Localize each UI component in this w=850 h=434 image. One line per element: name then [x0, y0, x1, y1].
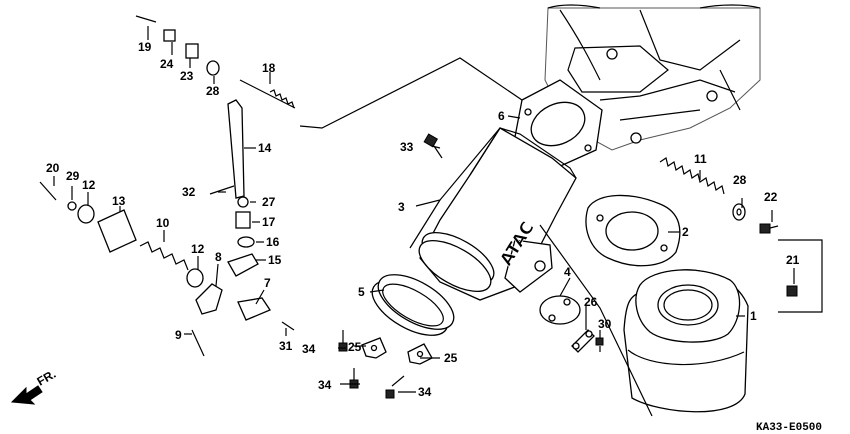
- bolt-30: [595, 337, 604, 352]
- callout-32: 32: [182, 185, 196, 199]
- clamp-25-b: [407, 343, 433, 365]
- callout-25-b: 25: [444, 351, 458, 365]
- callout-26: 26: [584, 295, 598, 309]
- callout-8: 8: [215, 250, 222, 264]
- part-21-box: [778, 239, 823, 313]
- callout-21: 21: [786, 253, 800, 267]
- pin-32: [209, 185, 235, 195]
- callout-30: 30: [598, 317, 612, 331]
- bolt-34-a: [338, 330, 348, 352]
- callout-6: 6: [498, 109, 505, 123]
- callout-7: 7: [264, 276, 271, 290]
- clamp-25-a: [361, 337, 387, 359]
- callout-11: 11: [694, 152, 707, 166]
- rod-18: [239, 79, 296, 109]
- callout-28-b: 28: [733, 173, 747, 187]
- washer-27: [237, 196, 249, 208]
- gasket-2: [585, 194, 681, 267]
- callout-12-a: 12: [82, 178, 96, 192]
- bolt-20: [39, 181, 57, 201]
- callout-2: 2: [682, 225, 689, 239]
- link-26: [571, 329, 595, 353]
- front-label: FR.: [35, 367, 59, 389]
- callout-13: 13: [112, 194, 126, 208]
- callout-4: 4: [564, 265, 571, 279]
- spring-11: [659, 157, 725, 195]
- callout-34-c: 34: [418, 385, 432, 399]
- plate-4: [539, 295, 581, 325]
- arm-7: [237, 297, 271, 321]
- drawing-code: KA33-E0500: [756, 422, 822, 434]
- cap-12-bottom: [186, 268, 204, 288]
- washer-29: [67, 201, 77, 211]
- callout-3: 3: [398, 200, 405, 214]
- cap-12-top: [77, 204, 95, 224]
- washer-28-left: [206, 60, 220, 76]
- callout-28-a: 28: [206, 84, 220, 98]
- atac-exhaust-pipe-3: ATAC: [418, 127, 577, 301]
- sleeve-13: [97, 209, 137, 253]
- callout-24: 24: [160, 57, 174, 71]
- bracket-8: [195, 283, 223, 315]
- callout-23: 23: [180, 69, 194, 83]
- callout-22: 22: [764, 190, 778, 204]
- callout-19: 19: [138, 40, 152, 54]
- nut-24: [163, 29, 176, 42]
- bolt-34-b: [349, 368, 359, 389]
- callout-27: 27: [262, 195, 276, 209]
- spring-16: [237, 236, 255, 248]
- pin-19: [135, 15, 157, 23]
- collar-17: [235, 211, 251, 229]
- band-5: [371, 274, 455, 336]
- callout-34-b: 34: [318, 378, 332, 392]
- gasket-6: [513, 79, 603, 169]
- collar-23: [185, 43, 199, 59]
- bolt-31: [281, 321, 295, 331]
- callout-15: 15: [268, 253, 282, 267]
- pin-9: [191, 329, 205, 357]
- arm-14: [227, 99, 245, 199]
- lever-15: [227, 253, 259, 277]
- muffler-1: [623, 269, 749, 413]
- callout-12-b: 12: [191, 242, 205, 256]
- callout-17: 17: [262, 215, 276, 229]
- bolt-33: [423, 133, 443, 159]
- callout-34-a: 34: [302, 342, 316, 356]
- callout-18: 18: [262, 61, 276, 75]
- callout-labels: 1 2 3 4 5 6 7 8 9 10 11 12 12 13 14 15 1…: [46, 40, 800, 399]
- callout-1: 1: [750, 309, 757, 323]
- callout-5: 5: [358, 285, 365, 299]
- callout-25-a: 25: [348, 340, 362, 354]
- callout-16: 16: [266, 235, 280, 249]
- callout-20: 20: [46, 161, 60, 175]
- callout-14: 14: [258, 141, 272, 155]
- callout-33: 33: [400, 140, 414, 154]
- washer-28-right: [732, 203, 746, 221]
- bolt-34-c: [385, 375, 405, 399]
- callout-31: 31: [279, 339, 293, 353]
- callout-29: 29: [66, 169, 80, 183]
- front-direction-arrow: FR.: [10, 367, 59, 405]
- callout-10: 10: [156, 216, 170, 230]
- bolt-22: [759, 223, 779, 234]
- callout-9: 9: [175, 328, 182, 342]
- arrow-icon: [10, 385, 43, 405]
- spring-10: [139, 241, 189, 271]
- leader-lines: [53, 26, 795, 417]
